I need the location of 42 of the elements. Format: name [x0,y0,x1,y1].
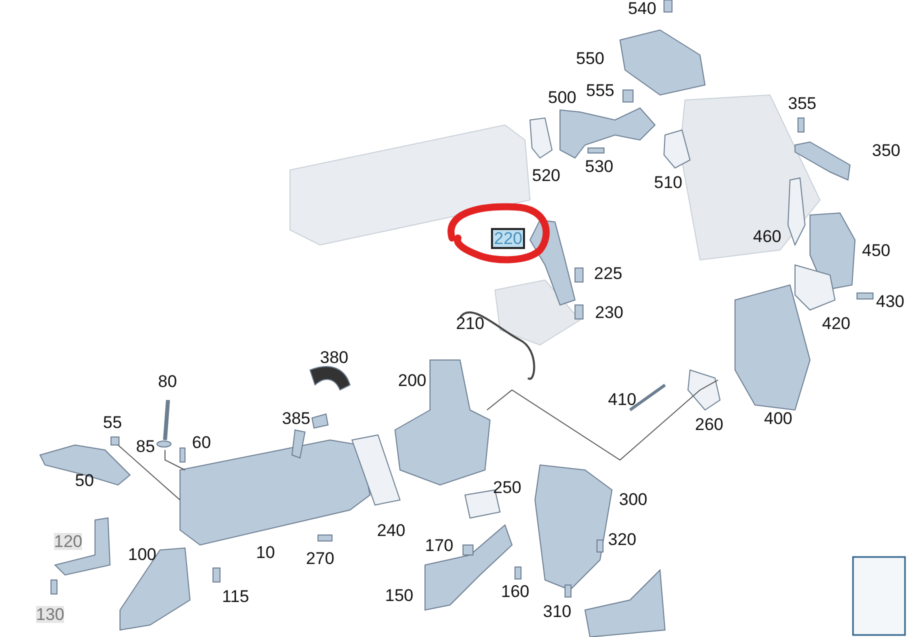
callout-number: 420 [822,315,850,332]
callout-number: 310 [543,603,572,620]
callout-number: 240 [377,522,406,539]
callout-number: 50 [75,472,94,489]
callout-number: 225 [594,265,622,282]
callout-number: 170 [425,537,454,554]
callout-number: 530 [585,158,614,175]
callout-number: 55 [103,414,122,431]
callout-number: 385 [282,410,310,427]
callout-number: 460 [753,228,782,245]
callout-number: 210 [456,315,484,332]
callout-number: 270 [306,550,334,567]
callout-number: 320 [608,531,636,548]
callout-number: 380 [320,349,348,366]
callout-number: 510 [654,174,682,191]
callout-number: 120 [54,533,82,550]
callout-number: 450 [862,242,890,259]
callout-number: 150 [385,587,414,604]
callout-number: 80 [158,373,177,390]
callout-number: 10 [256,544,275,561]
callout-number: 250 [493,479,522,496]
callout-number: 130 [36,606,64,623]
callout-number: 85 [136,438,155,455]
callout-number: 500 [548,89,576,106]
callout-number: 115 [222,588,250,605]
callout-number: 230 [595,304,624,321]
callout-number: 260 [695,416,724,433]
callout-number: 540 [628,0,656,17]
callout-number: 100 [128,546,156,563]
callout-number: 60 [192,434,211,451]
callout-number: 200 [398,372,426,389]
callout-number: 550 [576,50,604,67]
callout-number: 160 [501,583,530,600]
callout-number: 220 [491,228,526,249]
callout-number: 400 [764,410,792,427]
callout-number: 555 [586,82,614,99]
callout-number: 520 [532,167,560,184]
callout-number: 355 [788,95,816,112]
callout-number: 300 [619,491,648,508]
callout-number: 410 [608,391,636,408]
callout-number: 430 [876,293,904,310]
callout-number: 350 [872,142,900,159]
